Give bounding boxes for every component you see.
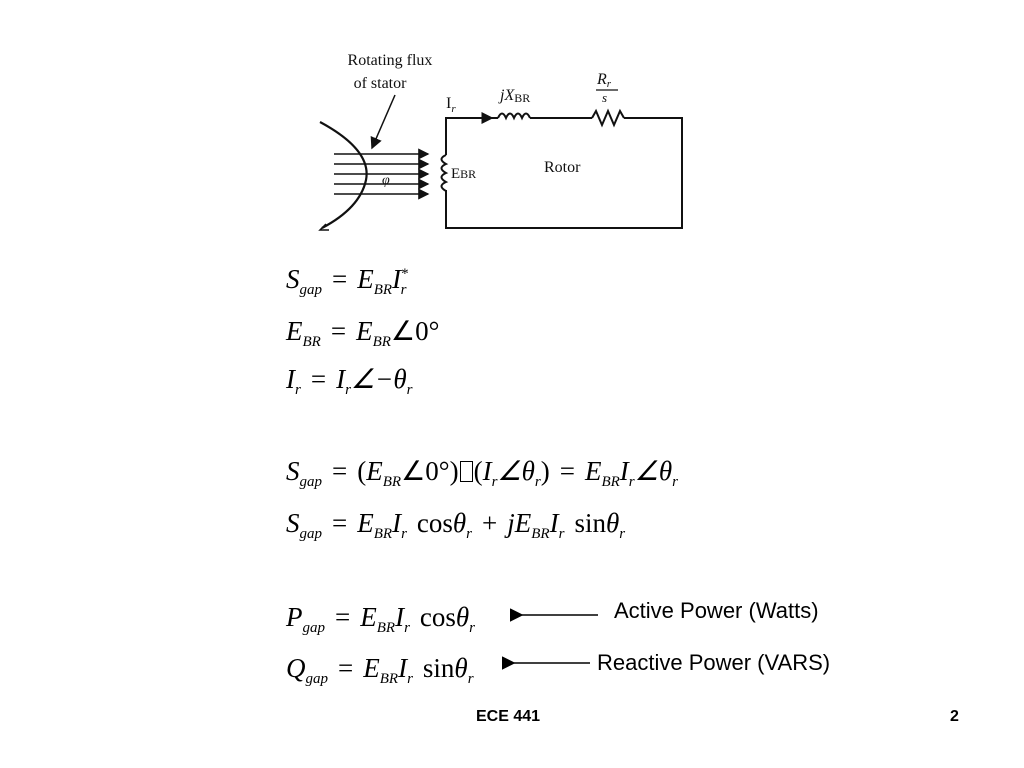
- missing-glyph-box: [459, 461, 473, 482]
- equation-s-gap-product: Sgap=(EBR∠0°)(Ir∠θr)=EBRIr∠θr: [286, 456, 678, 490]
- resistor-label-num: Rr: [596, 71, 612, 90]
- equation-e-br: EBR=EBR∠0°: [286, 316, 440, 350]
- rotor-circuit-diagram: Rotating flux of stator φ: [300, 40, 720, 235]
- footer-page-number: 2: [950, 708, 959, 725]
- reactance-label: jXBR: [498, 87, 530, 105]
- active-power-label: Active Power (Watts): [614, 598, 819, 623]
- wire-loop: [445, 117, 683, 229]
- footer-course: ECE 441: [476, 708, 541, 725]
- reactive-power-label: Reactive Power (VARS): [597, 650, 831, 675]
- current-label: Ir: [446, 95, 456, 115]
- stator-arc: [319, 121, 368, 229]
- flux-pointer-arrow: [370, 94, 396, 150]
- flux-label-line1: Rotating flux: [348, 52, 433, 69]
- emf-label: EBR: [451, 166, 476, 182]
- rotor-label: Rotor: [544, 159, 581, 176]
- emf-coil: [440, 154, 449, 192]
- equation-s-gap: Sgap=EBRI*r: [286, 264, 409, 298]
- phi-label: φ: [382, 173, 390, 188]
- equation-i-r: Ir=Ir∠−θr: [286, 364, 413, 398]
- rotor-circuit-svg: Rotating flux of stator φ: [318, 52, 683, 231]
- resistor-label-den: s: [602, 90, 607, 105]
- inductor: [497, 112, 531, 121]
- flux-label-line2: of stator: [354, 75, 408, 92]
- stator-arc-arrowhead: [318, 223, 329, 231]
- resistor: [591, 108, 625, 128]
